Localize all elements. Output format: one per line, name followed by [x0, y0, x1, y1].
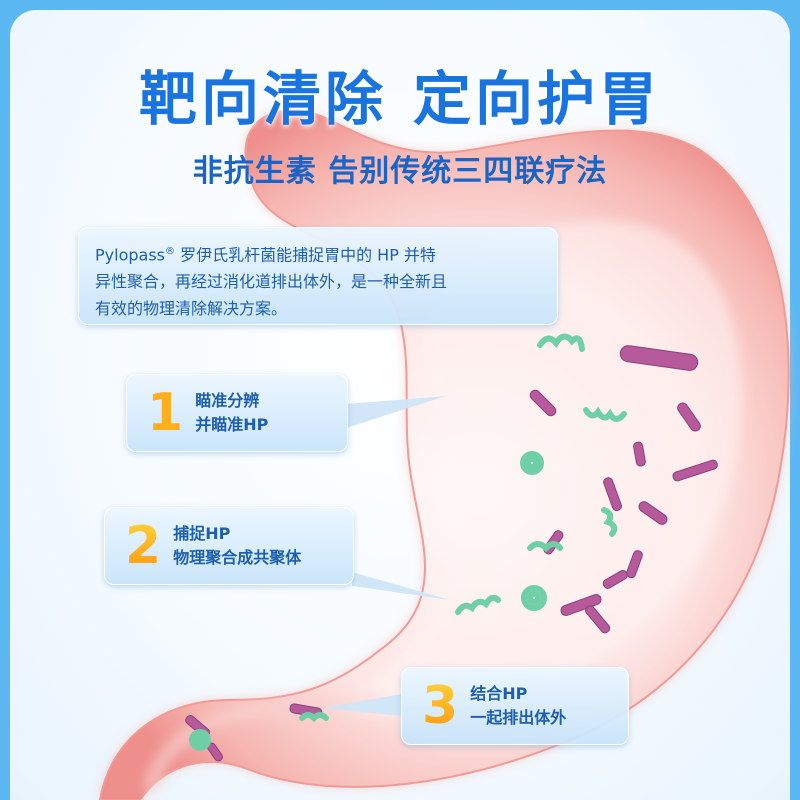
step-3-number: 3 [422, 676, 459, 736]
step-3-line-2: 一起排出体外 [470, 708, 567, 727]
title-part-2: 定向护胃 [413, 65, 662, 133]
lactobacillus-bacteria [185, 345, 718, 762]
hp-bacteria [189, 333, 627, 751]
step-2-number: 2 [125, 516, 162, 576]
intro-line-3: 有效的物理清除解决方案。 [95, 299, 288, 319]
page-title: 靶向清除定向护胃 [0, 52, 800, 136]
step-3-callout: 3 结合HP 一起排出体外 [401, 667, 629, 745]
step-2-line-2: 物理聚合成共聚体 [173, 548, 302, 567]
page-subtitle: 非抗生素 告别传统三四联疗法 [192, 154, 608, 189]
step-1-line-2: 并瞄准HP [195, 415, 269, 434]
callout-3-pointer [322, 694, 402, 716]
step-1-callout: 1 瞄准分辨 并瞄准HP [126, 374, 348, 452]
intro-callout: Pylopass® 罗伊氏乳杆菌能捕捉胃中的 HP 并特 异性聚合，再经过消化道… [78, 227, 558, 325]
step-1-number: 1 [147, 383, 184, 443]
intro-line-1: Pylopass® 罗伊氏乳杆菌能捕捉胃中的 HP 并特 [95, 238, 543, 268]
callout-2-pointer [352, 572, 450, 600]
step-2-line-1: 捕捉HP [173, 524, 231, 543]
brand-name: Pylopass [95, 245, 165, 265]
step-2-callout: 2 捕捉HP 物理聚合成共聚体 [104, 507, 354, 585]
step-1-line-1: 瞄准分辨 [195, 391, 260, 410]
callout-1-pointer [346, 396, 446, 428]
registered-mark: ® [164, 246, 175, 257]
intro-line-2: 异性聚合，再经过消化道排出体外，是一种全新且 [95, 272, 448, 292]
title-part-1: 靶向清除 [138, 65, 387, 133]
intro-line-1-text: 罗伊氏乳杆菌能捕捉胃中的 HP 并特 [174, 245, 436, 265]
step-3-line-1: 结合HP [470, 684, 528, 703]
